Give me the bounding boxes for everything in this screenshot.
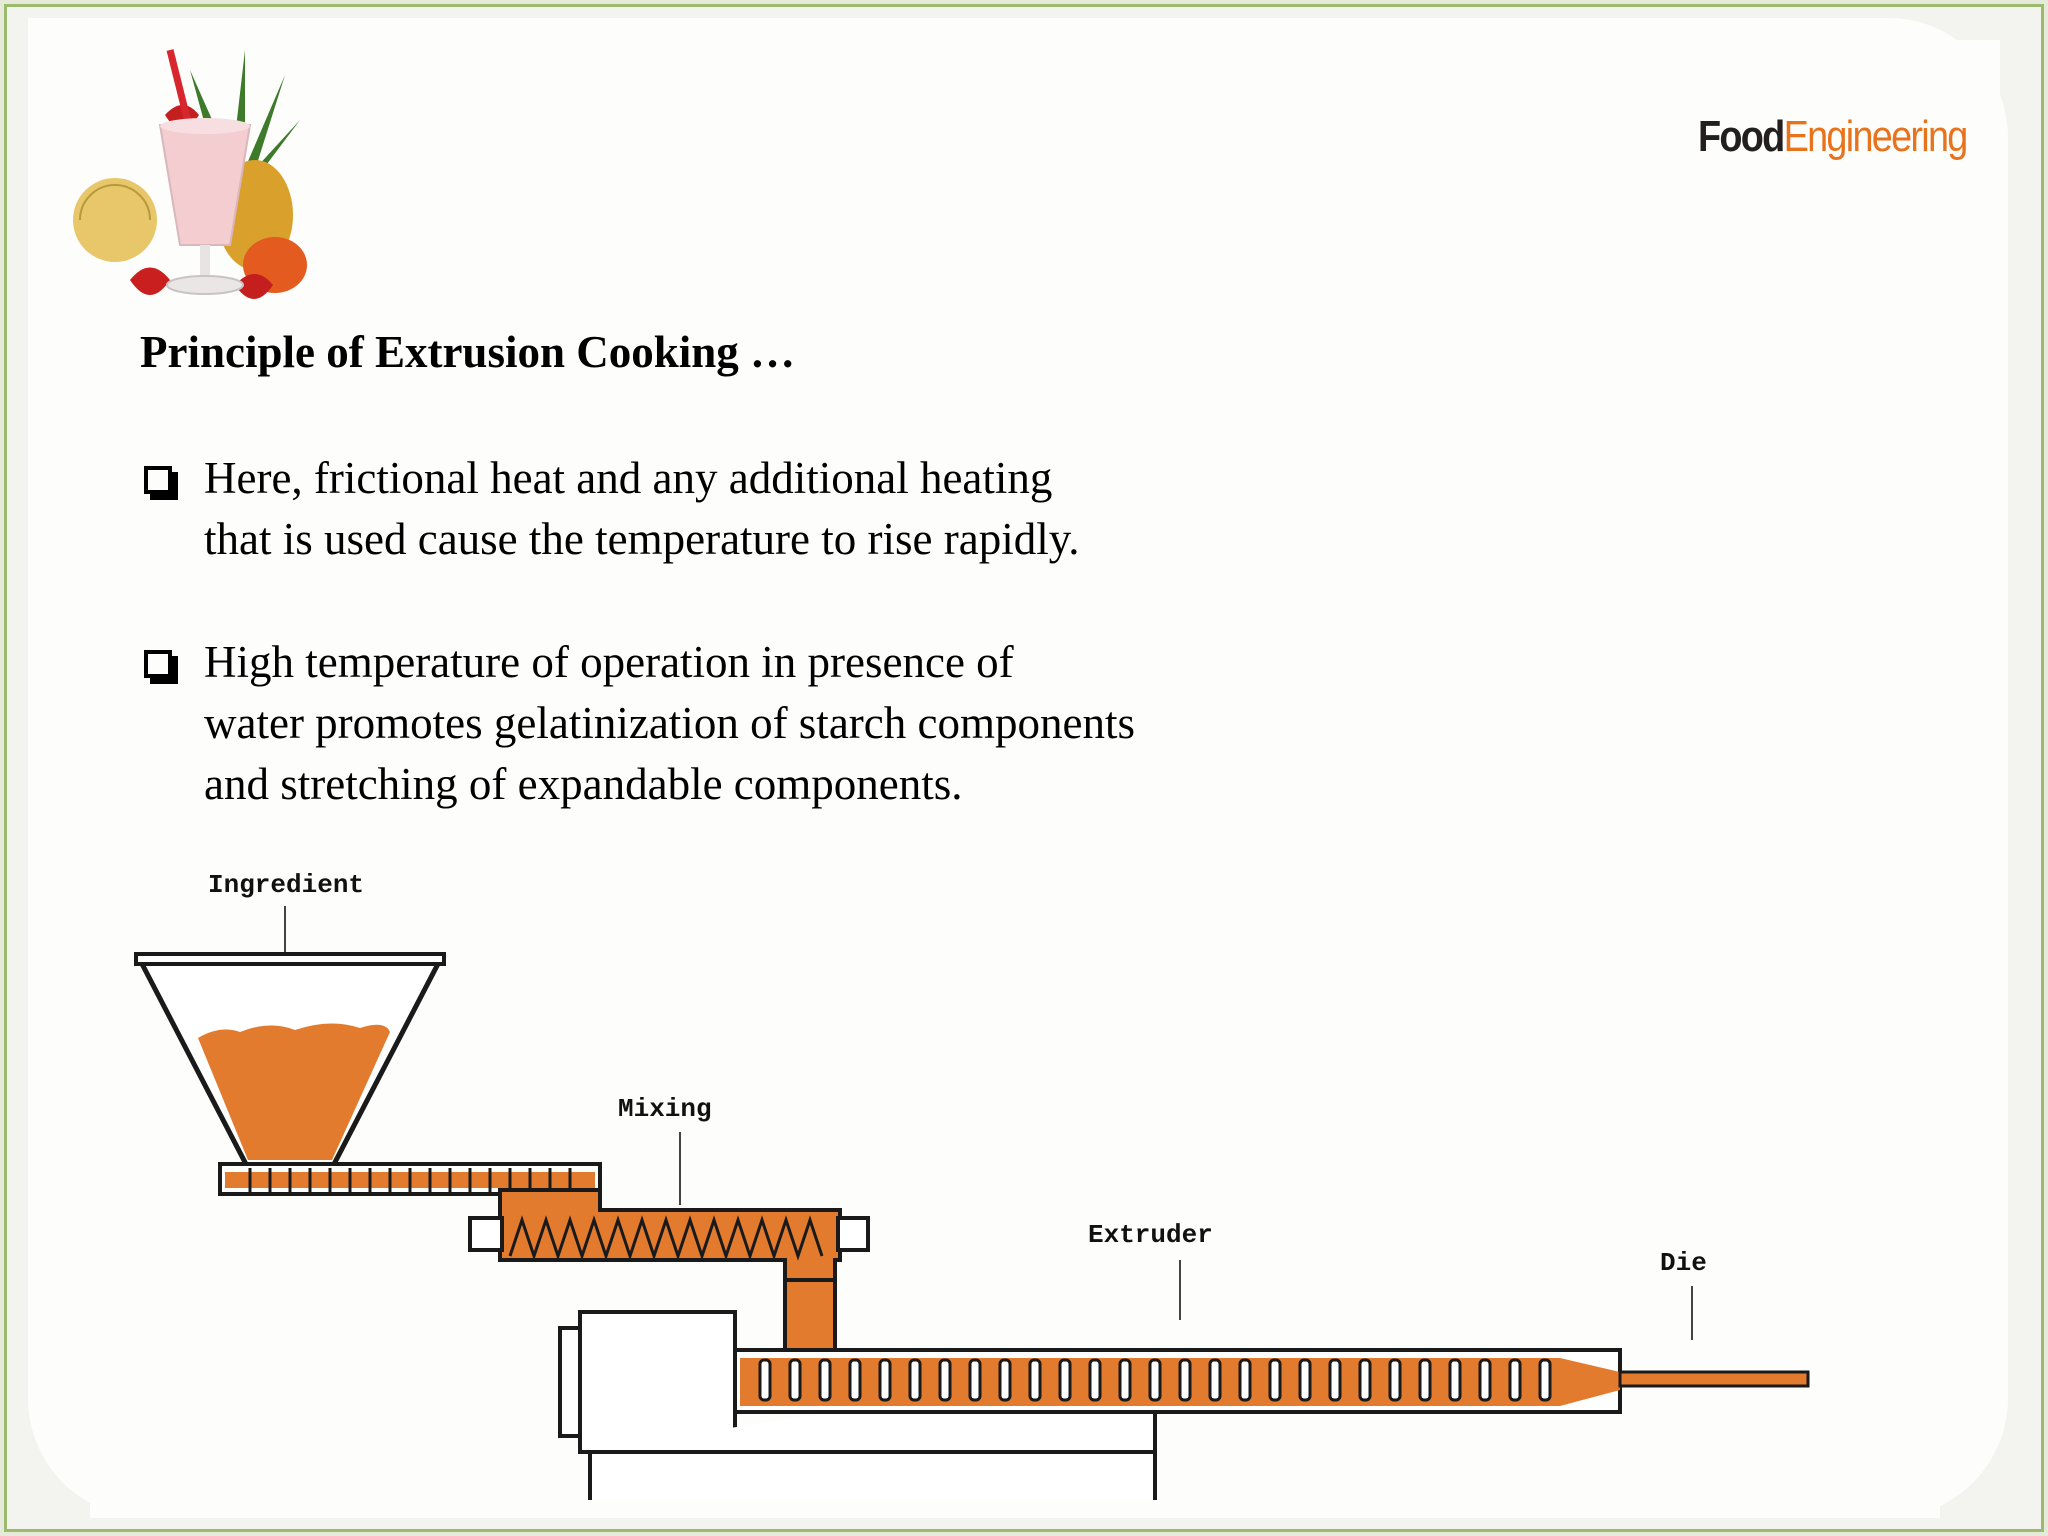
hopper	[134, 952, 446, 1171]
mixing-label: Mixing	[618, 1094, 712, 1124]
food-engineering-logo: FoodEngineering	[1698, 112, 1969, 162]
checkbox-bullet-icon	[144, 650, 178, 684]
checkbox-bullet-icon	[144, 466, 178, 500]
fruit-milkshake-logo	[73, 49, 307, 299]
bullet-line: water promotes gelatinization of starch …	[204, 698, 1135, 748]
die-label: Die	[1660, 1248, 1707, 1278]
bullet-text: High temperature of operation in presenc…	[204, 632, 1135, 815]
hopper-ingredient-fill	[198, 1023, 390, 1160]
bullet-line: Here, frictional heat and any additional…	[204, 453, 1053, 503]
leader-lines	[284, 906, 1693, 1340]
bullet-text: Here, frictional heat and any additional…	[204, 448, 1080, 570]
bullet-line: and stretching of expandable components.	[204, 759, 963, 809]
extruder-barrel	[733, 1348, 1622, 1414]
mixing-section	[468, 1188, 870, 1287]
panel-corner	[1700, 40, 2000, 240]
slide-title: Principle of Extrusion Cooking …	[140, 327, 796, 377]
milkshake-glass-icon	[158, 118, 252, 295]
panel-corner	[1700, 1180, 1940, 1518]
extruder-label: Extruder	[1088, 1220, 1213, 1250]
brand-engineering-text: Engineering	[1783, 112, 1969, 161]
bullet-line: that is used cause the temperature to ri…	[204, 514, 1080, 564]
brand-food-text: Food	[1698, 112, 1785, 161]
strawberry-icon	[235, 274, 273, 299]
bullet-line: High temperature of operation in presenc…	[204, 637, 1014, 687]
melon-icon	[73, 178, 157, 262]
extruder-diagram: Ingredient Mixing Extruder Die	[134, 870, 1810, 1500]
die	[1618, 1370, 1810, 1388]
ingredient-label: Ingredient	[208, 870, 364, 900]
strawberry-icon	[130, 267, 170, 295]
